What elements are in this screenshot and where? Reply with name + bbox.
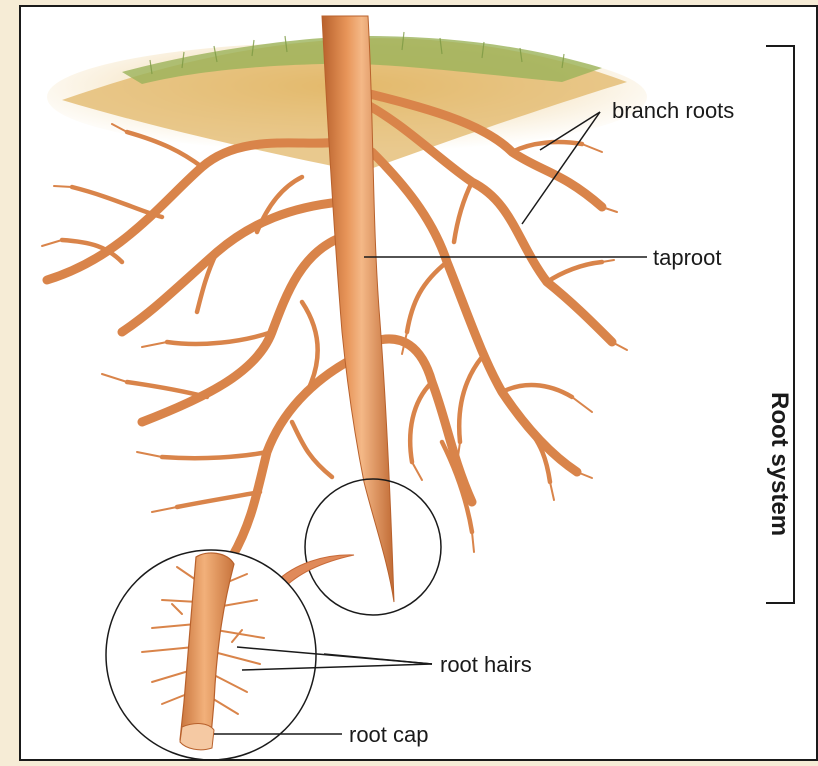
diagram-panel: branch roots taproot root hairs root cap… [19,5,818,761]
root-cap-shape [180,724,214,750]
label-taproot: taproot [653,247,722,269]
label-root-system: Root system [767,392,791,536]
label-root-cap: root cap [349,724,429,746]
label-root-hairs: root hairs [440,654,532,676]
label-branch-roots: branch roots [612,100,734,122]
